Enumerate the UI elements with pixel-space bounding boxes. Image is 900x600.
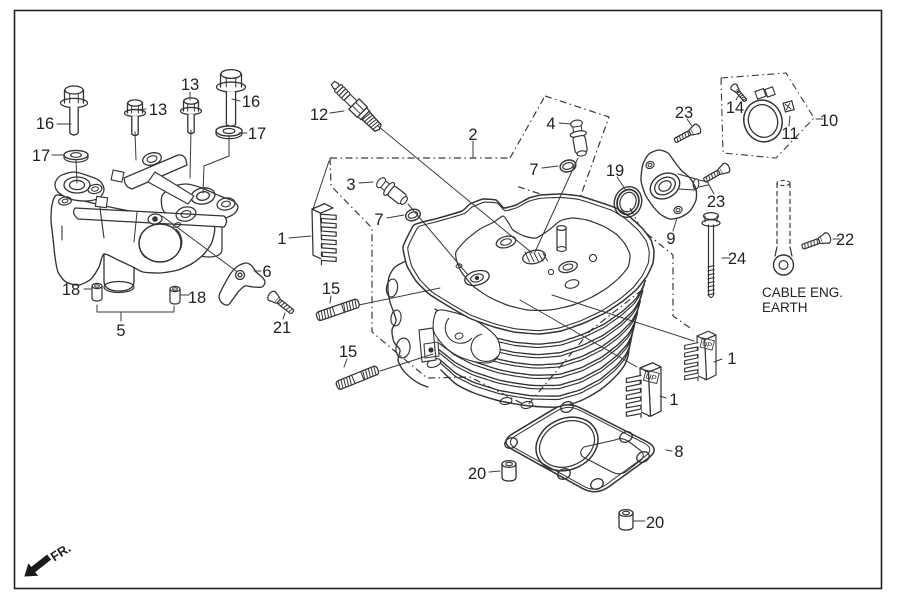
svg-text:11: 11	[781, 125, 798, 143]
svg-text:18: 18	[62, 281, 80, 299]
svg-text:15: 15	[339, 343, 357, 361]
svg-text:3: 3	[346, 176, 355, 194]
svg-text:16: 16	[36, 115, 54, 133]
svg-text:21: 21	[273, 319, 291, 337]
svg-text:EARTH: EARTH	[762, 300, 808, 315]
svg-text:2: 2	[468, 126, 477, 144]
svg-text:19: 19	[606, 162, 624, 180]
svg-text:23: 23	[707, 193, 725, 211]
svg-text:5: 5	[116, 322, 125, 340]
svg-text:20: 20	[646, 514, 664, 532]
svg-text:9: 9	[666, 230, 675, 248]
svg-text:14: 14	[726, 99, 744, 117]
svg-text:1: 1	[727, 350, 736, 368]
svg-text:17: 17	[248, 125, 266, 143]
svg-text:22: 22	[836, 231, 854, 249]
svg-text:24: 24	[728, 250, 746, 268]
svg-text:16: 16	[242, 93, 260, 111]
svg-text:1: 1	[669, 391, 678, 409]
svg-text:8: 8	[674, 443, 683, 461]
svg-text:20: 20	[468, 465, 486, 483]
svg-text:1: 1	[277, 230, 286, 248]
svg-text:7: 7	[529, 161, 538, 179]
svg-text:CABLE ENG.: CABLE ENG.	[762, 285, 843, 300]
svg-text:6: 6	[262, 263, 271, 281]
svg-text:12: 12	[310, 106, 328, 124]
svg-text:15: 15	[322, 280, 340, 298]
svg-text:7: 7	[374, 211, 383, 229]
svg-text:17: 17	[32, 147, 50, 165]
svg-text:13: 13	[181, 76, 199, 94]
svg-text:23: 23	[675, 104, 693, 122]
svg-text:13: 13	[149, 101, 167, 119]
svg-text:18: 18	[188, 289, 206, 307]
svg-text:UP: UP	[645, 372, 658, 383]
svg-text:UP: UP	[701, 340, 713, 350]
svg-text:4: 4	[546, 115, 555, 133]
svg-text:10: 10	[820, 112, 838, 130]
